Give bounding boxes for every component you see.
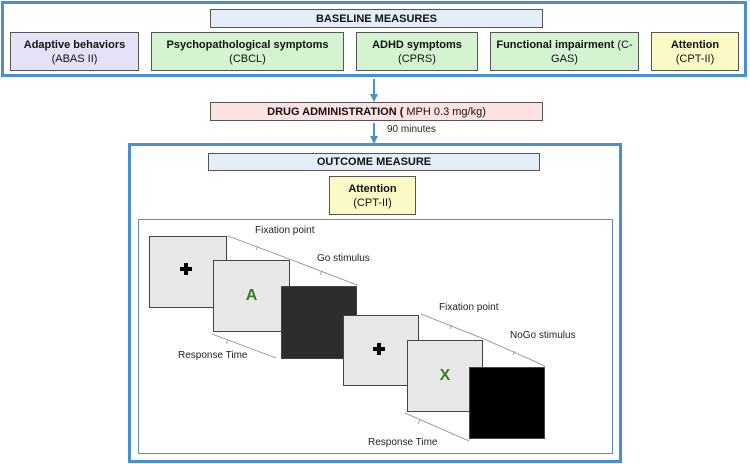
measure-title: Functional impairment [496,38,615,51]
drug-label-rest: MPH 0.3 mg/kg) [406,105,486,118]
drug-label-bold: DRUG ADMINISTRATION ( [267,105,404,118]
label-fixation-point-1: Fixation point [255,225,315,236]
measure-subtitle: (CPT-II) [675,52,715,65]
plus-icon [373,343,385,355]
label-fixation-point-2: Fixation point [439,302,499,313]
measure-adaptive-behaviors: Adaptive behaviors (ABAS II) [10,32,139,71]
measure-title: Attention [670,38,720,51]
measure-attention-outcome: Attention (CPT-II) [329,176,416,215]
measure-title: ADHD symptoms [372,38,462,51]
measure-functional-impairment: Functional impairment (C- GAS) [490,32,639,71]
cpt-task-panel [138,219,613,454]
delay-label: 90 minutes [387,124,436,135]
measure-title: Attention [348,182,397,195]
outcome-header: OUTCOME MEASURE [208,153,540,171]
baseline-frame [1,1,747,77]
measure-subtitle: (CPT-II) [353,196,392,209]
label-nogo-stimulus: NoGo stimulus [510,330,576,341]
measure-subtitle: GAS) [551,52,578,65]
measure-adhd-symptoms: ADHD symptoms (CPRS) [356,32,478,71]
measure-attention-baseline: Attention (CPT-II) [651,32,739,71]
measure-title: Psychopathological symptoms [166,38,329,51]
label-response-time-1: Response Time [178,350,248,361]
drug-administration-box: DRUG ADMINISTRATION (MPH 0.3 mg/kg) [210,102,543,121]
measure-subtitle: (ABAS II) [51,52,98,65]
measure-psychopathological-symptoms: Psychopathological symptoms (CBCL) [151,32,344,71]
measure-subtitle: (CBCL) [229,52,266,65]
go-letter: A [245,287,258,304]
plus-icon [180,263,192,275]
label-go-stimulus: Go stimulus [317,253,370,264]
label-response-time-2: Response Time [368,437,438,448]
go-stimulus-screen: A [213,260,290,332]
outcome-frame [128,143,622,463]
timeline-lines [211,235,546,442]
measure-title: Adaptive behaviors [23,38,126,51]
nogo-letter: X [439,367,451,384]
measure-subtitle: (CPRS) [398,52,436,65]
baseline-header: BASELINE MEASURES [210,9,543,28]
blank-screen-2 [469,367,545,439]
measure-subtitle-inline: (C- [617,38,633,51]
